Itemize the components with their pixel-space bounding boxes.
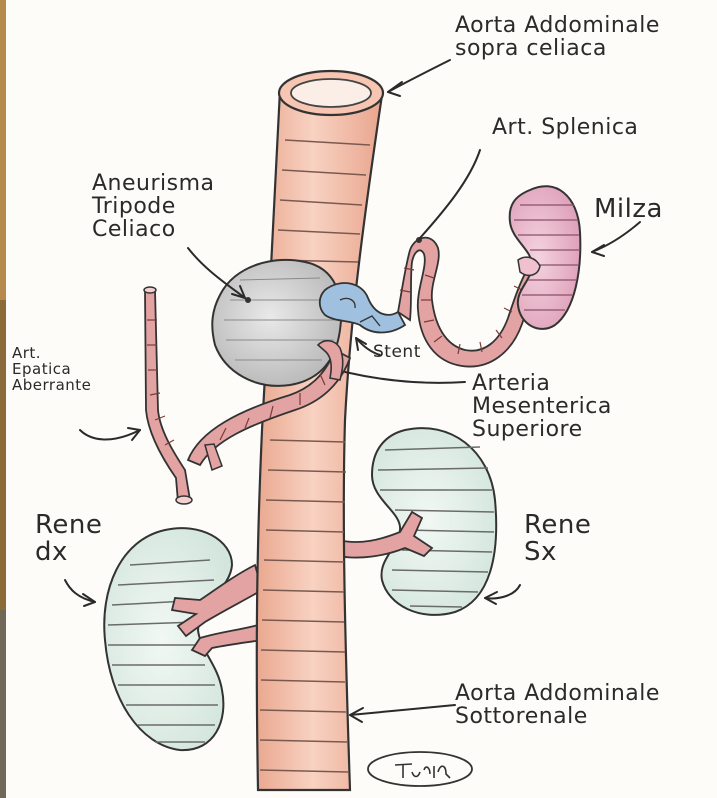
label-art-splenica: Art. Splenica	[492, 116, 638, 139]
aorta	[257, 71, 383, 790]
label-milza: Milza	[594, 196, 663, 223]
label-aorta-sottorenale: Aorta Addominale Sottorenale	[455, 682, 660, 728]
label-aneurisma-tripode-celiaco: Aneurisma Tripode Celiaco	[92, 172, 215, 241]
label-aorta-sopra-celiaca: Aorta Addominale sopra celiaca	[455, 14, 660, 60]
spleen	[510, 186, 581, 329]
left-kidney	[372, 428, 496, 615]
label-arteria-mesenterica-superiore: Arteria Mesenterica Superiore	[472, 372, 612, 441]
label-art-epatica-aberrante: Art. Epatica Aberrante	[12, 346, 91, 393]
celiac-aneurysm	[212, 260, 341, 386]
label-rene-dx: Rene dx	[35, 512, 102, 567]
signature	[368, 752, 472, 786]
label-stent: Stent	[373, 344, 421, 362]
label-rene-sx: Rene Sx	[524, 512, 591, 567]
